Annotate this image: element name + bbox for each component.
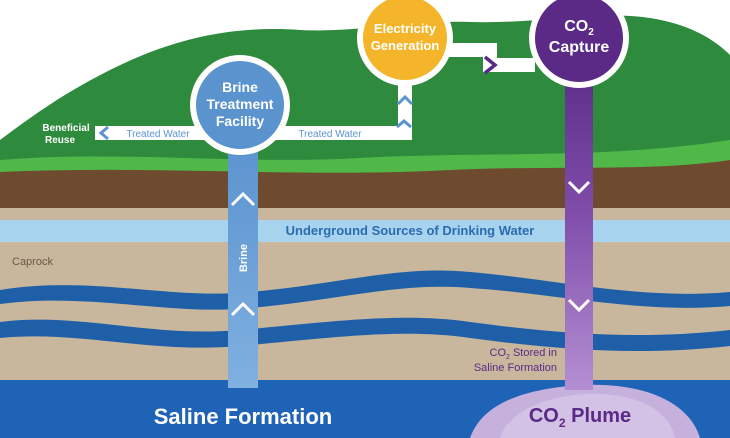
caprock-layer bbox=[0, 242, 730, 382]
co2-pipe bbox=[565, 50, 593, 390]
arrow-to-capture bbox=[483, 55, 498, 75]
treated-water-arrow-left bbox=[98, 125, 109, 141]
co2-plume-fade bbox=[500, 393, 675, 438]
beneficial-reuse-label-2: Reuse bbox=[45, 135, 75, 146]
aquifer-band-1 bbox=[0, 270, 730, 310]
aquifer-band-2 bbox=[0, 317, 730, 352]
co2-stored-label-2: Saline Formation bbox=[474, 362, 557, 374]
usdw-band bbox=[0, 220, 730, 242]
brine-treatment-label-3: Facility bbox=[216, 113, 264, 129]
electricity-label-1: Electricity bbox=[374, 21, 437, 36]
brine-treatment-label-2: Treatment bbox=[207, 96, 274, 112]
saline-formation-label: Saline Formation bbox=[154, 404, 332, 429]
co2-stored-label-1: CO2 Stored in bbox=[490, 347, 558, 361]
electricity-to-capture-pipe bbox=[448, 43, 535, 72]
brine-treatment-label-1: Brine bbox=[222, 79, 258, 95]
usdw-label: Underground Sources of Drinking Water bbox=[286, 223, 535, 238]
treated-water-arrow-right-left bbox=[396, 119, 412, 129]
electricity-fill bbox=[363, 0, 447, 80]
co2-capture-label-1: CO2 bbox=[564, 18, 594, 38]
brine-label: Brine bbox=[238, 244, 250, 272]
co2-capture-label-2: Capture bbox=[549, 39, 610, 56]
electricity-label-2: Generation bbox=[371, 38, 440, 53]
up-arrow-to-electricity bbox=[396, 94, 414, 106]
caprock-label: Caprock bbox=[12, 256, 53, 268]
treated-water-right-label: Treated Water bbox=[298, 129, 362, 140]
brine-treatment-fill bbox=[196, 61, 284, 149]
co2-arrow-2 bbox=[567, 298, 591, 313]
brine-pipe bbox=[228, 140, 258, 388]
co2-capture-fill bbox=[535, 0, 623, 82]
sand-band-top bbox=[0, 208, 730, 223]
treated-water-left-label: Treated Water bbox=[126, 129, 190, 140]
beneficial-reuse-label-1: Beneficial bbox=[42, 123, 89, 134]
brine-arrow-1 bbox=[230, 191, 256, 207]
grass-strip bbox=[0, 140, 730, 175]
brine-arrow-2 bbox=[230, 301, 256, 317]
co2-plume-label: CO2 Plume bbox=[529, 405, 631, 430]
co2-arrow-1 bbox=[567, 180, 591, 195]
soil-layer bbox=[0, 160, 730, 218]
